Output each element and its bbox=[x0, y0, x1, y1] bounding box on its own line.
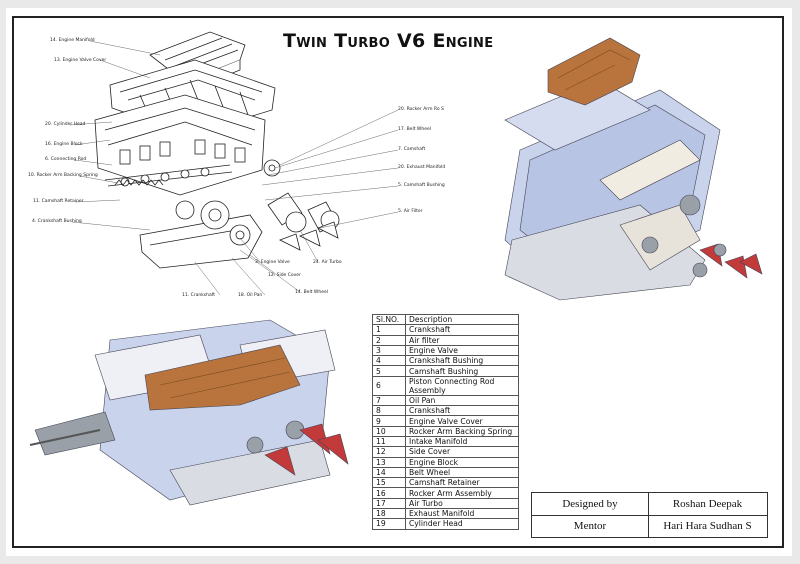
table-cell-description: Crankshaft bbox=[405, 405, 519, 417]
table-cell-number: 7 bbox=[372, 394, 406, 407]
table-cell-number: 1 bbox=[372, 324, 406, 336]
callout-label: 13. Engine Valve Cover bbox=[54, 58, 107, 63]
callout-label: 5. Air Filter bbox=[398, 209, 423, 214]
table-cell-description: Side Cover bbox=[405, 446, 519, 458]
table-cell-number: 19 bbox=[372, 518, 406, 530]
title-block-row: Designed by Roshan Deepak bbox=[532, 493, 767, 516]
callout-label: 5. Camshaft Bushing bbox=[398, 183, 445, 188]
table-cell-description: Oil Pan bbox=[405, 394, 519, 407]
callout-label: 14. Belt Wheel bbox=[295, 290, 328, 295]
table-cell-description: Air Turbo bbox=[405, 497, 519, 510]
callout-label: 3. Engine Valve bbox=[255, 260, 290, 265]
callout-label: 12. Side Cover bbox=[268, 273, 301, 278]
table-cell-number: 6 bbox=[372, 375, 406, 396]
callout-leader-lines bbox=[69, 40, 399, 296]
mentor-label: Mentor bbox=[532, 515, 649, 537]
table-cell-description: Engine Valve bbox=[405, 344, 519, 357]
callout-label: 24. Air Turbo bbox=[313, 260, 342, 265]
table-cell-number: 12 bbox=[372, 446, 406, 458]
table-header-row: Sl.NO. Description bbox=[372, 313, 519, 326]
table-cell-number: 14 bbox=[372, 466, 406, 479]
table-cell-number: 18 bbox=[372, 508, 406, 520]
callout-label: 14. Engine Manifold bbox=[50, 38, 95, 43]
table-cell-description: Engine Block bbox=[405, 456, 519, 468]
table-cell-number: 9 bbox=[372, 415, 406, 427]
callout-label: 18. Oil Pan bbox=[238, 293, 263, 298]
table-cell-number: 15 bbox=[372, 477, 406, 489]
callout-label: 6. Connecting Rod bbox=[45, 157, 87, 162]
table-cell-description: Camshaft Retainer bbox=[405, 477, 519, 489]
table-cell-description: Rocker Arm Assembly bbox=[405, 487, 519, 499]
table-cell-description: Crankshaft Bushing bbox=[405, 355, 519, 367]
table-cell-number: 10 bbox=[372, 425, 406, 437]
table-cell-description: Rocker Arm Backing Spring bbox=[405, 425, 519, 437]
exploded-render bbox=[504, 37, 763, 301]
drawing-title: Twin Turbo V6 Engine bbox=[283, 30, 494, 52]
table-cell-description: Exhaust Manifold bbox=[405, 508, 519, 520]
mentor-value: Hari Hara Sudhan S bbox=[663, 520, 752, 532]
table-cell-number: 11 bbox=[372, 435, 406, 448]
table-cell-number: 4 bbox=[372, 355, 406, 367]
title-block: Designed by Roshan Deepak Mentor Hari Ha… bbox=[531, 492, 768, 538]
callout-label: 20. Exhaust Manifold bbox=[398, 165, 446, 170]
table-cell-number: 3 bbox=[372, 344, 406, 357]
title-block-row: Mentor Hari Hara Sudhan S bbox=[532, 515, 767, 537]
table-cell-description: Piston Connecting Rod Assembly bbox=[405, 375, 519, 396]
table-cell-number: 5 bbox=[372, 365, 406, 377]
table-cell-number: 13 bbox=[372, 456, 406, 468]
table-cell-description: Intake Manifold bbox=[405, 435, 519, 448]
callout-label: 20. Cylinder Head bbox=[45, 122, 86, 127]
table-cell-number: 16 bbox=[372, 487, 406, 499]
table-cell-number: 17 bbox=[372, 497, 406, 510]
table-cell-description: Engine Valve Cover bbox=[405, 415, 519, 427]
callout-label: 7. Camshaft bbox=[398, 147, 426, 152]
callout-label: 11. Camshaft Retainer bbox=[33, 199, 84, 204]
exploded-view-drawing bbox=[94, 31, 340, 269]
designed-by-value: Roshan Deepak bbox=[672, 498, 743, 510]
table-cell-description: Camshaft Bushing bbox=[405, 365, 519, 377]
callout-label: 4. Crankshaft Bushing bbox=[32, 219, 82, 224]
callout-label: 11. Crankshaft bbox=[182, 293, 216, 298]
column-header: Description bbox=[405, 313, 519, 326]
callout-label: 16. Engine Block bbox=[45, 142, 83, 147]
callout-label: 17. Belt Wheel bbox=[398, 127, 431, 132]
table-cell-description: Air filter bbox=[405, 334, 519, 346]
callout-label: 10. Rocker Arm Backing Spring bbox=[28, 173, 98, 178]
designed-by-label: Designed by bbox=[532, 493, 649, 515]
table-cell-description: Belt Wheel bbox=[405, 466, 519, 479]
table-cell-description: Cylinder Head bbox=[405, 518, 519, 530]
callout-label: 20. Rocker Arm Ro S bbox=[398, 107, 444, 112]
column-header: Sl.NO. bbox=[372, 313, 406, 326]
table-cell-number: 8 bbox=[372, 405, 406, 417]
table-cell-number: 2 bbox=[372, 334, 406, 346]
assembled-render bbox=[29, 319, 349, 506]
table-cell-description: Crankshaft bbox=[405, 324, 519, 336]
